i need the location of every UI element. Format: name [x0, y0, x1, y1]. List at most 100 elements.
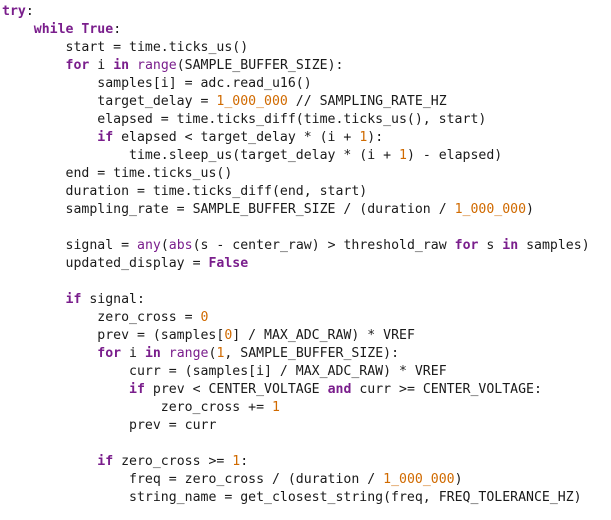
indent — [2, 238, 66, 253]
indent — [2, 22, 34, 37]
indent — [2, 364, 129, 379]
code-token: elapsed < target_delay * (i + — [113, 130, 360, 145]
indent — [2, 58, 66, 73]
keyword-token: while — [33, 22, 74, 37]
code-token — [161, 346, 169, 361]
number-token: 1 — [216, 346, 225, 361]
code-token: : — [25, 4, 34, 19]
indent — [2, 418, 129, 433]
indent — [2, 112, 97, 127]
code-token: sampling_rate = SAMPLE_BUFFER_SIZE / (du… — [65, 202, 455, 217]
number-token: 1 — [232, 454, 241, 469]
code-token: target_delay = — [97, 94, 217, 109]
builtin-token: abs — [168, 238, 193, 253]
code-line: freq = zero_cross / (duration / 1_000_00… — [2, 471, 611, 489]
number-token: 1 — [399, 148, 407, 163]
code-line: if zero_cross >= 1: — [2, 453, 611, 471]
builtin-token: range — [168, 346, 209, 361]
code-token: (SAMPLE_BUFFER_SIZE): — [176, 58, 344, 73]
code-token: ] / MAX_ADC_RAW) * VREF — [232, 328, 415, 343]
indent — [2, 472, 129, 487]
indent — [2, 292, 66, 307]
code-token: ( — [160, 238, 169, 253]
code-token: i — [121, 346, 145, 361]
code-line: start = time.ticks_us() — [2, 39, 611, 57]
code-line: updated_display = False — [2, 255, 611, 273]
code-token: prev = curr — [129, 418, 217, 433]
indent — [2, 346, 97, 361]
code-token: signal = — [65, 238, 137, 253]
code-line: samples[i] = adc.read_u16() — [2, 75, 611, 93]
keyword-token: if — [97, 130, 114, 145]
code-token: string_name = get_closest_string(freq, F… — [129, 490, 582, 505]
indent — [2, 76, 97, 91]
code-token: prev = (samples[ — [97, 328, 225, 343]
code-token: zero_cross += — [160, 400, 272, 415]
keyword-token: if — [65, 292, 82, 307]
number-token: 1 — [271, 400, 280, 415]
code-token: : — [113, 22, 122, 37]
builtin-token: any — [137, 238, 161, 253]
number-token: 1_000_000 — [383, 472, 455, 487]
code-line: try: — [2, 3, 611, 21]
code-token: prev < CENTER_VOLTAGE — [144, 382, 328, 397]
code-line: curr = (samples[i] / MAX_ADC_RAW) * VREF — [2, 363, 611, 381]
blank-line — [2, 273, 611, 291]
code-line: zero_cross = 0 — [2, 309, 611, 327]
number-token: 1 — [359, 130, 368, 145]
keyword-token: for — [97, 346, 122, 361]
code-line: for i in range(1, SAMPLE_BUFFER_SIZE): — [2, 345, 611, 363]
code-line: for i in range(SAMPLE_BUFFER_SIZE): — [2, 57, 611, 75]
number-token: 0 — [200, 310, 209, 325]
indent — [2, 256, 66, 271]
code-line: prev = (samples[0] / MAX_ADC_RAW) * VREF — [2, 327, 611, 345]
number-token: 1_000_000 — [454, 202, 527, 217]
code-token: ) — [454, 472, 463, 487]
code-token: // SAMPLING_RATE_HZ — [287, 94, 447, 109]
keyword-token: and — [327, 382, 352, 397]
code-line: sampling_rate = SAMPLE_BUFFER_SIZE / (du… — [2, 201, 611, 219]
indent — [2, 328, 97, 343]
indent — [2, 454, 97, 469]
indent — [2, 310, 97, 325]
code-token: updated_display = — [65, 256, 209, 271]
keyword-token: True — [81, 22, 114, 37]
indent — [2, 202, 66, 217]
code-token: ) - elapsed) — [406, 148, 503, 163]
code-line: elapsed = time.ticks_diff(time.ticks_us(… — [2, 111, 611, 129]
code-line: prev = curr — [2, 417, 611, 435]
code-token: i — [89, 58, 114, 73]
code-line: while True: — [2, 21, 611, 39]
keyword-token: if — [129, 382, 145, 397]
indent — [2, 400, 161, 415]
code-line: duration = time.ticks_diff(end, start) — [2, 183, 611, 201]
keyword-token: try — [2, 4, 26, 19]
code-line: target_delay = 1_000_000 // SAMPLING_RAT… — [2, 93, 611, 111]
code-token: : — [240, 454, 249, 469]
blank-line — [2, 435, 611, 453]
indent — [2, 94, 97, 109]
code-line: string_name = get_closest_string(freq, F… — [2, 489, 611, 507]
code-token: start = time.ticks_us() — [65, 40, 249, 55]
keyword-token: False — [208, 256, 249, 271]
code-token: samples[i] = adc.read_u16() — [97, 76, 312, 91]
code-token: curr = (samples[i] / MAX_ADC_RAW) * VREF — [129, 364, 447, 379]
code-token: signal: — [81, 292, 145, 307]
blank-line — [2, 219, 611, 237]
keyword-token: in — [502, 238, 519, 253]
number-token: 1_000_000 — [216, 94, 288, 109]
code-token: ( — [208, 346, 217, 361]
code-token: samples) — [518, 238, 590, 253]
code-token: ): — [367, 130, 384, 145]
keyword-token: in — [144, 346, 161, 361]
indent — [2, 490, 129, 505]
indent — [2, 382, 129, 397]
indent — [2, 184, 66, 199]
code-token: (s - center_raw) > threshold_raw — [192, 238, 455, 253]
code-line: if prev < CENTER_VOLTAGE and curr >= CEN… — [2, 381, 611, 399]
code-token: duration = time.ticks_diff(end, start) — [65, 184, 368, 199]
keyword-token: in — [113, 58, 130, 73]
indent — [2, 130, 97, 145]
indent — [2, 166, 66, 181]
